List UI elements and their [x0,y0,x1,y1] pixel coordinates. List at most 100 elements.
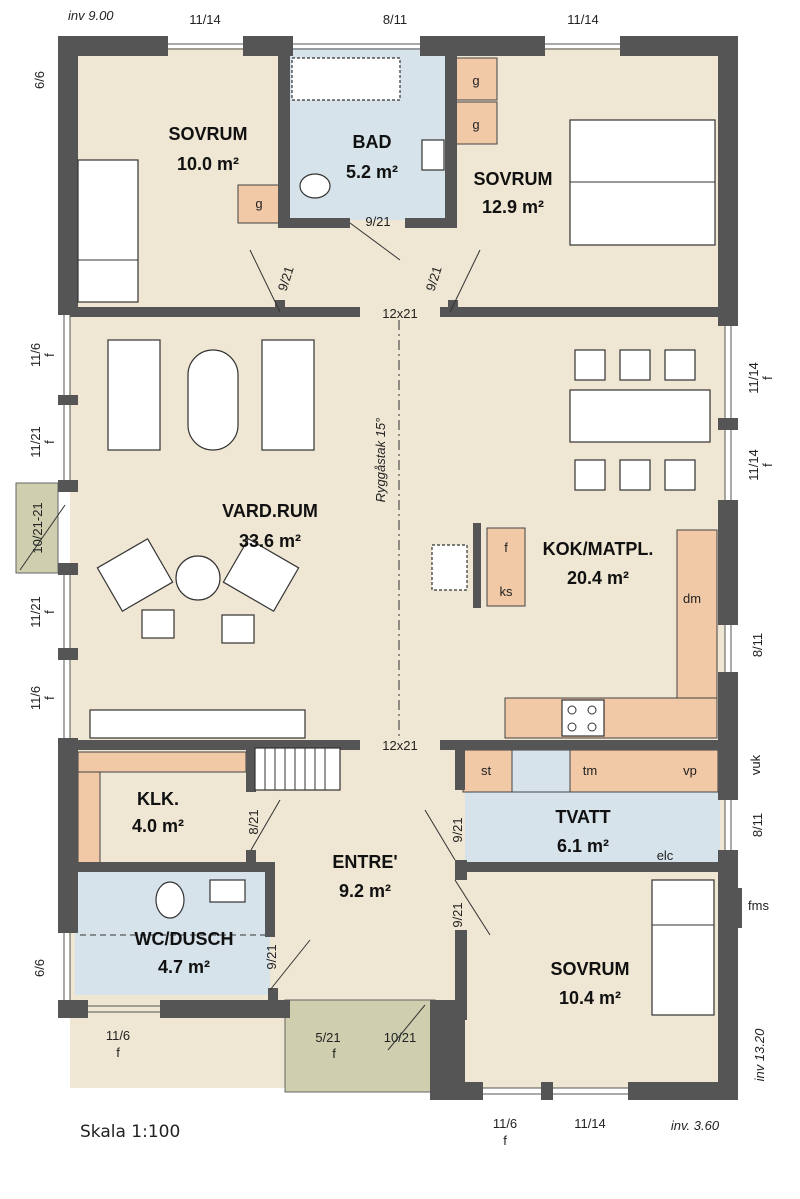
vardrum-area: 33.6 m² [239,531,301,551]
fix-tm: tm [583,763,597,778]
laundry-sink-gap [511,749,571,793]
klk-shelf-top [77,751,247,773]
dim-door-s1: 9/21 [275,264,297,293]
bad-name: BAD [353,132,392,152]
dim-left-11-21-a: 11/21 [28,426,43,458]
dim-left-6-6-bottom: 6/6 [32,959,47,977]
dim-top-3: 11/14 [567,12,599,27]
dim-door-s2: 9/21 [423,264,445,293]
inv-bottom: inv. 3.60 [671,1118,720,1133]
dim-10-21: 10/21 [384,1030,417,1045]
dim-left-f-a: f [42,353,57,357]
dim-12x21-top: 12x21 [382,306,417,321]
dining-table [569,389,711,443]
coffee-table [187,349,239,451]
room-labels: SOVRUM 10.0 m² BAD 5.2 m² SOVRUM 12.9 m²… [132,124,653,1008]
fixture-labels: g g g f ks dm st tm vp elc [255,73,701,863]
dim-top-2: 8/11 [383,12,407,27]
bed-sovrum3 [651,879,715,1016]
furniture [77,57,716,1016]
dim-f-5-21: f [332,1046,336,1061]
wardrobe-g-2 [454,101,498,145]
terrace [284,999,436,1093]
tvatt-name: TVATT [555,807,610,827]
bathtub [291,57,401,101]
walls [58,36,742,1100]
dim-right-f-b: f [760,463,775,467]
side-table [175,555,221,601]
footstool-left [141,609,175,639]
sovrum2-name: SOVRUM [473,169,552,189]
bad-sink [421,139,445,171]
wc-toilet [155,881,185,919]
kok-area: 20.4 m² [567,568,629,588]
sofa-right [261,339,315,451]
sovrum3-area: 10.4 m² [559,988,621,1008]
bad-area: 5.2 m² [346,162,398,182]
kitchen-counter-right [676,529,718,711]
fix-f: f [504,540,508,555]
dim-left-f-c: f [42,610,57,614]
dim-left-f-b: f [42,440,57,444]
dim-left-6-6-top: 6/6 [32,71,47,89]
klk-area: 4.0 m² [132,816,184,836]
fix-dm: dm [683,591,701,606]
dim-left-f-d: f [42,696,57,700]
fridge-freezer [486,527,526,607]
sovrum3-name: SOVRUM [550,959,629,979]
fix-g-1: g [472,73,479,88]
dim-12x21-mid: 12x21 [382,738,417,753]
dim-bottom-f-left: f [116,1045,120,1060]
inv-top: inv 9.00 [68,8,114,23]
sovrum2-area: 12.9 m² [482,197,544,217]
dim-bottom-11-14: 11/14 [574,1116,606,1131]
dim-right-11-14-a: 11/14 [746,362,761,394]
dim-bottom-f-mid: f [503,1133,507,1148]
dim-left-11-6-b: 11/6 [28,686,43,710]
tv-bench [89,709,306,739]
stove [561,699,605,737]
bed-sovrum1 [77,159,139,303]
dim-left-11-21-b: 11/21 [28,596,43,628]
kitchen-chair [431,544,468,591]
klk-name: KLK. [137,789,179,809]
wc-area: 4.7 m² [158,957,210,977]
fix-ks: ks [500,584,514,599]
sovrum1-area: 10.0 m² [177,154,239,174]
armchair-right [222,538,300,612]
dim-left-10-21: 10/21-21 [30,502,45,553]
dimension-labels: inv 9.00 11/14 8/11 11/14 6/6 11/6 f 11/… [28,8,775,1148]
inv-right: inv 13.20 [752,1028,767,1082]
fix-elc: elc [657,848,674,863]
dim-door-wc: 9/21 [264,944,279,969]
wc-sink [209,879,246,903]
tvatt-area: 6.1 m² [557,836,609,856]
cabinets [77,57,719,865]
dim-right-8-11-a: 8/11 [750,633,765,657]
fix-vp: vp [683,763,697,778]
side-entry [15,482,59,574]
dim-door-bad: 9/21 [365,214,390,229]
wardrobe-g-1 [454,57,498,101]
doors [19,222,491,1051]
dim-right-11-14-b: 11/14 [746,449,761,481]
fix-g-3: g [255,196,262,211]
entre-name: ENTRE' [332,852,397,872]
sofa-left [107,339,161,451]
dim-door-klk: 8/21 [246,809,261,834]
dim-right-f-a: f [760,376,775,380]
bad-toilet [299,173,331,199]
vardrum-name: VARD.RUM [222,501,318,521]
dim-fms: fms [748,898,769,913]
fix-g-2: g [472,117,479,132]
dim-door-tvatt: 9/21 [450,817,465,842]
dim-left-11-6-a: 11/6 [28,343,43,367]
wc-name: WC/DUSCH [135,929,234,949]
kitchen-counter-bottom [504,697,718,739]
windows [63,43,732,1095]
sovrum1-name: SOVRUM [168,124,247,144]
dim-5-21: 5/21 [315,1030,340,1045]
scale-label: Skala 1:100 [80,1122,180,1142]
dim-door-s3: 9/21 [450,902,465,927]
